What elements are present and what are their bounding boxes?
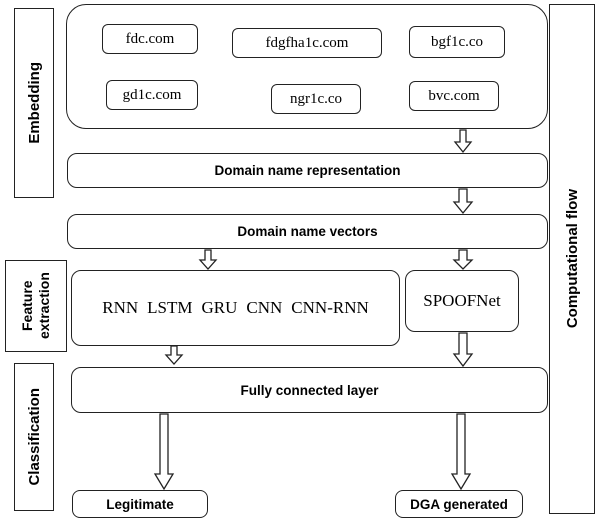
model-label: RNN xyxy=(102,298,139,317)
down-arrow xyxy=(453,129,473,154)
domain-sample: bgf1c.co xyxy=(409,26,505,58)
domain-sample: bvc.com xyxy=(409,81,499,111)
computational-flow-label: Computational flow xyxy=(563,189,581,329)
legitimate-output-box: Legitimate xyxy=(72,490,208,518)
down-arrow xyxy=(452,188,474,215)
down-arrow xyxy=(452,332,474,368)
embedding-label: Embedding xyxy=(25,62,43,144)
model-label: CNN-RNN xyxy=(291,298,369,317)
model-label: GRU xyxy=(201,298,238,317)
down-arrow xyxy=(198,249,218,270)
domain-sample: gd1c.com xyxy=(106,80,198,110)
feature-extraction-label: Feature extraction xyxy=(19,272,52,340)
classification-label: Classification xyxy=(25,388,43,486)
domain-sample: ngr1c.co xyxy=(271,84,361,114)
baseline-models-box: RNN LSTM GRU CNN CNN-RNN xyxy=(71,270,400,346)
down-arrow xyxy=(450,413,472,491)
fully-connected-layer-box: Fully connected layer xyxy=(71,367,548,413)
embedding-label-box: Embedding xyxy=(14,8,54,198)
spoofnet-box: SPOOFNet xyxy=(405,270,519,332)
down-arrow xyxy=(452,249,474,270)
feature-extraction-label-box: Feature extraction xyxy=(5,260,67,352)
domain-name-vectors-box: Domain name vectors xyxy=(67,214,548,249)
computational-flow-label-box: Computational flow xyxy=(549,4,595,514)
classification-label-box: Classification xyxy=(14,363,54,511)
dga-generated-output-box: DGA generated xyxy=(395,490,523,518)
domain-sample: fdc.com xyxy=(102,24,198,54)
down-arrow xyxy=(153,413,175,491)
model-label: CNN xyxy=(246,298,283,317)
down-arrow xyxy=(164,345,184,365)
domain-name-representation-box: Domain name representation xyxy=(67,153,548,188)
model-label: LSTM xyxy=(147,298,193,317)
domain-sample: fdgfha1c.com xyxy=(232,28,382,58)
